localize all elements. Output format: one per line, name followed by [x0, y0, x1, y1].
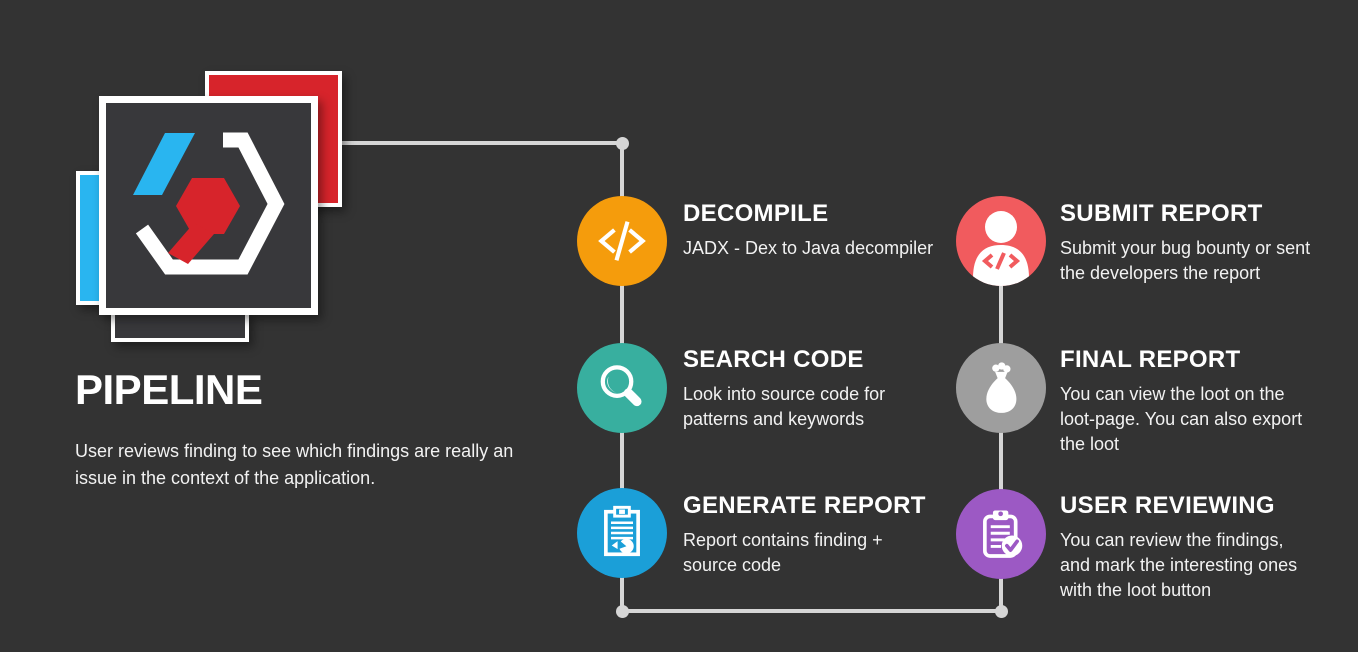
step-generate-report: GENERATE REPORT Report contains finding …	[683, 492, 983, 578]
page-subtitle: User reviews finding to see which findin…	[75, 438, 513, 492]
search-icon	[600, 365, 642, 407]
step-circle-decompile	[577, 196, 667, 286]
step-description-line: loot-page. You can also export	[1060, 409, 1303, 429]
step-title: USER REVIEWING	[1060, 492, 1275, 519]
report-clipboard-icon	[604, 505, 640, 557]
step-circle-search-code	[577, 343, 667, 433]
money-bag-icon	[986, 362, 1017, 413]
step-description-line: source code	[683, 555, 782, 575]
step-description-line: Report contains finding +	[683, 530, 883, 550]
step-description-line: JADX - Dex to Java decompiler	[683, 238, 934, 258]
step-description-line: with the loot button	[1060, 580, 1212, 600]
logo-main-square	[99, 96, 318, 315]
step-description-line: You can review the findings,	[1060, 530, 1284, 550]
step-user-reviewing: USER REVIEWING You can review the findin…	[1060, 492, 1358, 603]
step-title: DECOMPILE	[683, 200, 829, 227]
step-title: FINAL REPORT	[1060, 346, 1241, 373]
step-description-line: You can view the loot on the	[1060, 384, 1285, 404]
step-circle-final-report	[956, 343, 1046, 433]
step-description-line: the loot	[1060, 434, 1120, 454]
step-final-report: FINAL REPORT You can view the loot on th…	[1060, 346, 1358, 457]
connector-node-top	[616, 137, 629, 150]
step-circle-generate-report	[577, 488, 667, 578]
step-circle-user-reviewing	[956, 489, 1046, 579]
step-title: SEARCH CODE	[683, 346, 864, 373]
code-icon	[598, 221, 646, 261]
page-subtitle-line: issue in the context of the application.	[75, 468, 376, 488]
step-description-line: and mark the interesting ones	[1060, 555, 1298, 575]
step-search-code: SEARCH CODE Look into source code for pa…	[683, 346, 983, 432]
step-decompile: DECOMPILE JADX - Dex to Java decompiler	[683, 200, 983, 261]
step-description-line: patterns and keywords	[683, 409, 865, 429]
hexagon-code-logo-icon	[133, 132, 285, 275]
step-description-line: Look into source code for	[683, 384, 886, 404]
page-title: PIPELINE	[75, 366, 263, 413]
connector-bottom-horizontal	[620, 609, 1003, 613]
connector-node-bottom-right	[995, 605, 1008, 618]
step-title: GENERATE REPORT	[683, 492, 926, 519]
step-description-line: the developers the report	[1060, 263, 1261, 283]
connector-node-bottom-left	[616, 605, 629, 618]
connector-top-horizontal	[340, 141, 624, 145]
step-submit-report: SUBMIT REPORT Submit your bug bounty or …	[1060, 200, 1358, 286]
person-code-icon	[973, 211, 1029, 286]
logo-bottom-square	[111, 311, 249, 342]
step-title: SUBMIT REPORT	[1060, 200, 1263, 227]
page-subtitle-line: User reviews finding to see which findin…	[75, 441, 514, 461]
step-circle-submit-report	[956, 196, 1046, 286]
clipboard-check-icon	[983, 510, 1023, 558]
step-description-line: Submit your bug bounty or sent	[1060, 238, 1311, 258]
